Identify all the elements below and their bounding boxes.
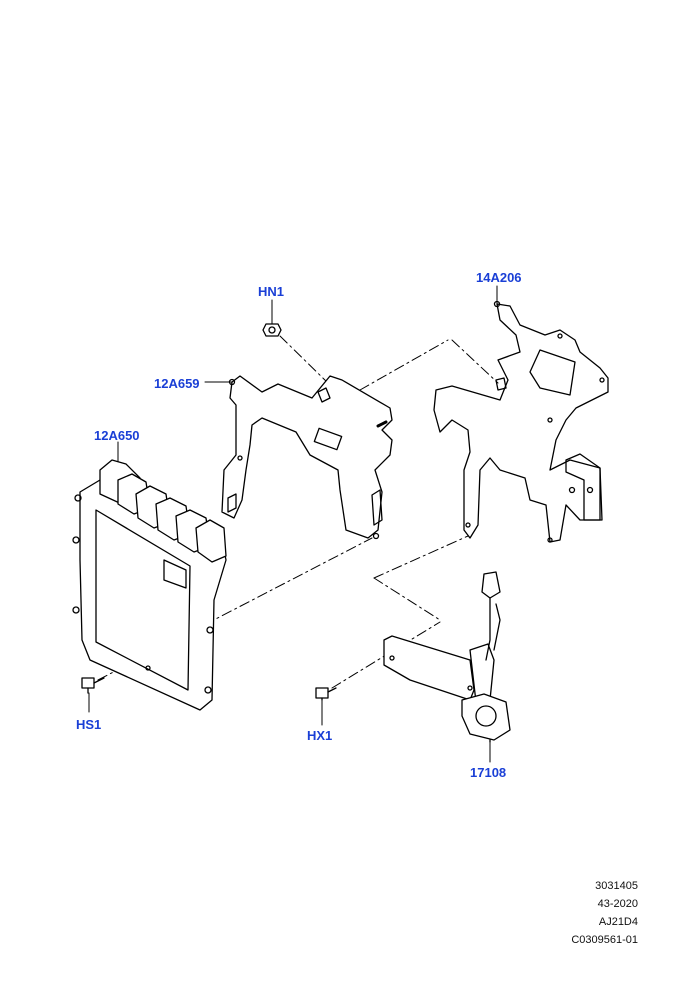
- bracket-12a659[interactable]: [221, 375, 393, 540]
- bolt-hs1[interactable]: [81, 677, 105, 694]
- ecm-connectors: [99, 459, 227, 563]
- callout-hn1[interactable]: HN1: [258, 284, 285, 299]
- bolt-hx1[interactable]: [315, 687, 337, 701]
- callout-14a206[interactable]: 14A206: [476, 270, 522, 285]
- sensor-17108[interactable]: [383, 571, 511, 743]
- nut-hn1[interactable]: [262, 323, 282, 337]
- callout-12a659[interactable]: 12A659: [154, 376, 200, 391]
- footer-code-2: 43-2020: [597, 898, 638, 910]
- footer-code-4: C0309561-01: [571, 934, 638, 946]
- callout-12a650[interactable]: 12A650: [94, 428, 140, 443]
- callout-hs1[interactable]: HS1: [76, 717, 102, 732]
- leader-lines: [88, 285, 498, 763]
- ecm-12a650[interactable]: [72, 459, 227, 711]
- footer-code-1: 3031405: [595, 880, 638, 892]
- callout-hx1[interactable]: HX1: [307, 728, 333, 743]
- footer-code-3: AJ21D4: [598, 916, 638, 928]
- callout-17108[interactable]: 17108: [470, 765, 507, 780]
- bracket-14a206[interactable]: [433, 300, 609, 543]
